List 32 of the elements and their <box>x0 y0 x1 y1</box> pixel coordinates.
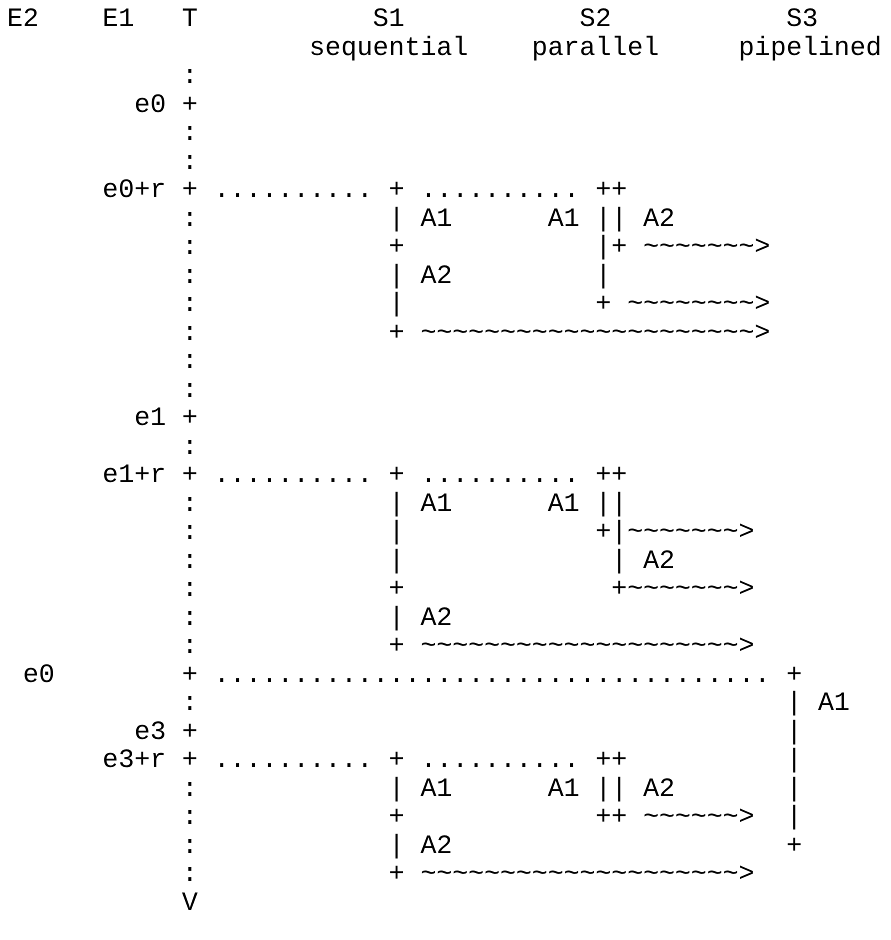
ascii-text-line: : + ~~~~~~~~~~~~~~~~~~~~~> <box>180 318 770 347</box>
ascii-text-line: e3 + | <box>133 718 802 746</box>
ascii-text-line: : <box>180 148 198 176</box>
ascii-text-line: : <box>180 347 198 376</box>
ascii-text-line: e1 + <box>133 404 198 432</box>
ascii-text-line: : | A2 | <box>180 262 612 290</box>
ascii-text-line: : + +~~~~~~~> <box>180 575 754 604</box>
ascii-text-line: : | A2 <box>180 604 452 632</box>
ascii-text-line: : + ~~~~~~~~~~~~~~~~~~~~> <box>180 632 754 660</box>
ascii-text-line: : | A1 A1 || A2 | <box>180 774 802 803</box>
ascii-text-line: : | | A2 <box>180 546 675 575</box>
ascii-text-line: e1+r + .......... + .......... ++ <box>101 461 628 490</box>
ascii-text-line: : | + ~~~~~~~~> <box>180 290 770 318</box>
ascii-text-line: : + |+ ~~~~~~~> <box>180 233 770 262</box>
ascii-text-line: : <box>180 62 198 90</box>
ascii-text-line: : | +|~~~~~~~> <box>180 518 754 546</box>
ascii-text-line: : | A2 + <box>180 832 802 860</box>
ascii-text-line: e3+r + .......... + .......... ++ | <box>101 746 802 774</box>
ascii-text-line: e0 + ................................... + <box>22 660 802 689</box>
ascii-text-line: : <box>180 376 198 404</box>
ascii-text-line: : <box>180 119 198 148</box>
ascii-text-line: : + ++ ~~~~~~> | <box>180 803 802 832</box>
ascii-text-line: : + ~~~~~~~~~~~~~~~~~~~~> <box>180 860 754 888</box>
ascii-text-line: e0+r + .......... + .......... ++ <box>101 176 628 204</box>
ascii-text-line: : <box>180 432 198 461</box>
ascii-text-line: : | A1 <box>180 689 850 718</box>
ascii-text-line: sequential parallel pipelined <box>308 34 882 62</box>
ascii-text-line: : | A1 A1 || A2 <box>180 204 675 233</box>
ascii-text-line: E2 E1 T S1 S2 S3 <box>7 5 818 34</box>
ascii-text-line: : | A1 A1 || <box>180 490 628 518</box>
ascii-text-line: V <box>180 888 198 917</box>
ascii-text-line: e0 + <box>133 90 198 119</box>
